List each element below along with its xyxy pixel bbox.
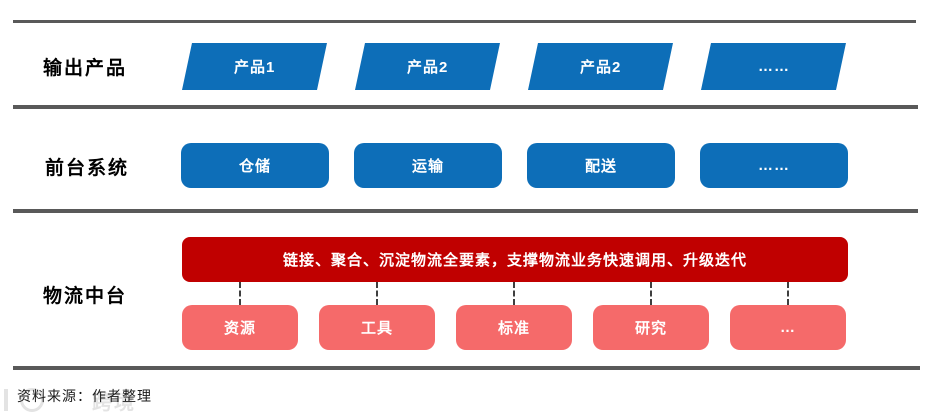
divider-bottom xyxy=(13,366,920,370)
dashed-connector-2 xyxy=(376,282,378,305)
dashed-connector-4 xyxy=(650,282,652,305)
product-shape-1: 产品1 xyxy=(182,43,327,90)
watermark-bar-shape xyxy=(4,389,8,411)
product-shape-2: 产品2 xyxy=(355,43,500,90)
watermark-text: 跨境 xyxy=(92,391,136,414)
watermark-circle-icon xyxy=(20,388,44,412)
front-system-delivery: 配送 xyxy=(527,143,675,188)
middle-module-tools: 工具 xyxy=(319,305,435,350)
product-shape-ellipsis: …… xyxy=(701,43,846,90)
dashed-connector-3 xyxy=(513,282,515,305)
front-system-warehousing: 仓储 xyxy=(181,143,329,188)
middle-module-research: 研究 xyxy=(593,305,709,350)
product-shape-2-label: 产品2 xyxy=(406,59,449,76)
row-label-middle-platform: 物流中台 xyxy=(43,286,128,307)
middle-module-standards: 标准 xyxy=(456,305,572,350)
middle-module-resources: 资源 xyxy=(182,305,298,350)
dashed-connector-1 xyxy=(239,282,241,305)
product-shape-3-label: 产品2 xyxy=(579,59,622,76)
row-label-front-systems: 前台系统 xyxy=(45,158,130,179)
divider-top xyxy=(13,20,916,23)
divider-row1-row2 xyxy=(13,105,918,109)
front-system-transport: 运输 xyxy=(354,143,502,188)
row-label-output-products: 输出产品 xyxy=(43,58,128,79)
dashed-connector-5 xyxy=(787,282,789,305)
product-shape-ellipsis-label: …… xyxy=(757,58,790,75)
product-shape-3: 产品2 xyxy=(528,43,673,90)
source-note: 资料来源：作者整理 xyxy=(17,388,152,404)
divider-row2-row3 xyxy=(13,209,918,213)
watermark-logo: 跨境 xyxy=(2,385,192,415)
product-shape-1-label: 产品1 xyxy=(233,59,276,76)
middle-platform-banner: 链接、聚合、沉淀物流全要素，支撑物流业务快速调用、升级迭代 xyxy=(182,237,848,282)
middle-module-ellipsis: … xyxy=(730,305,846,350)
front-system-ellipsis: …… xyxy=(700,143,848,188)
